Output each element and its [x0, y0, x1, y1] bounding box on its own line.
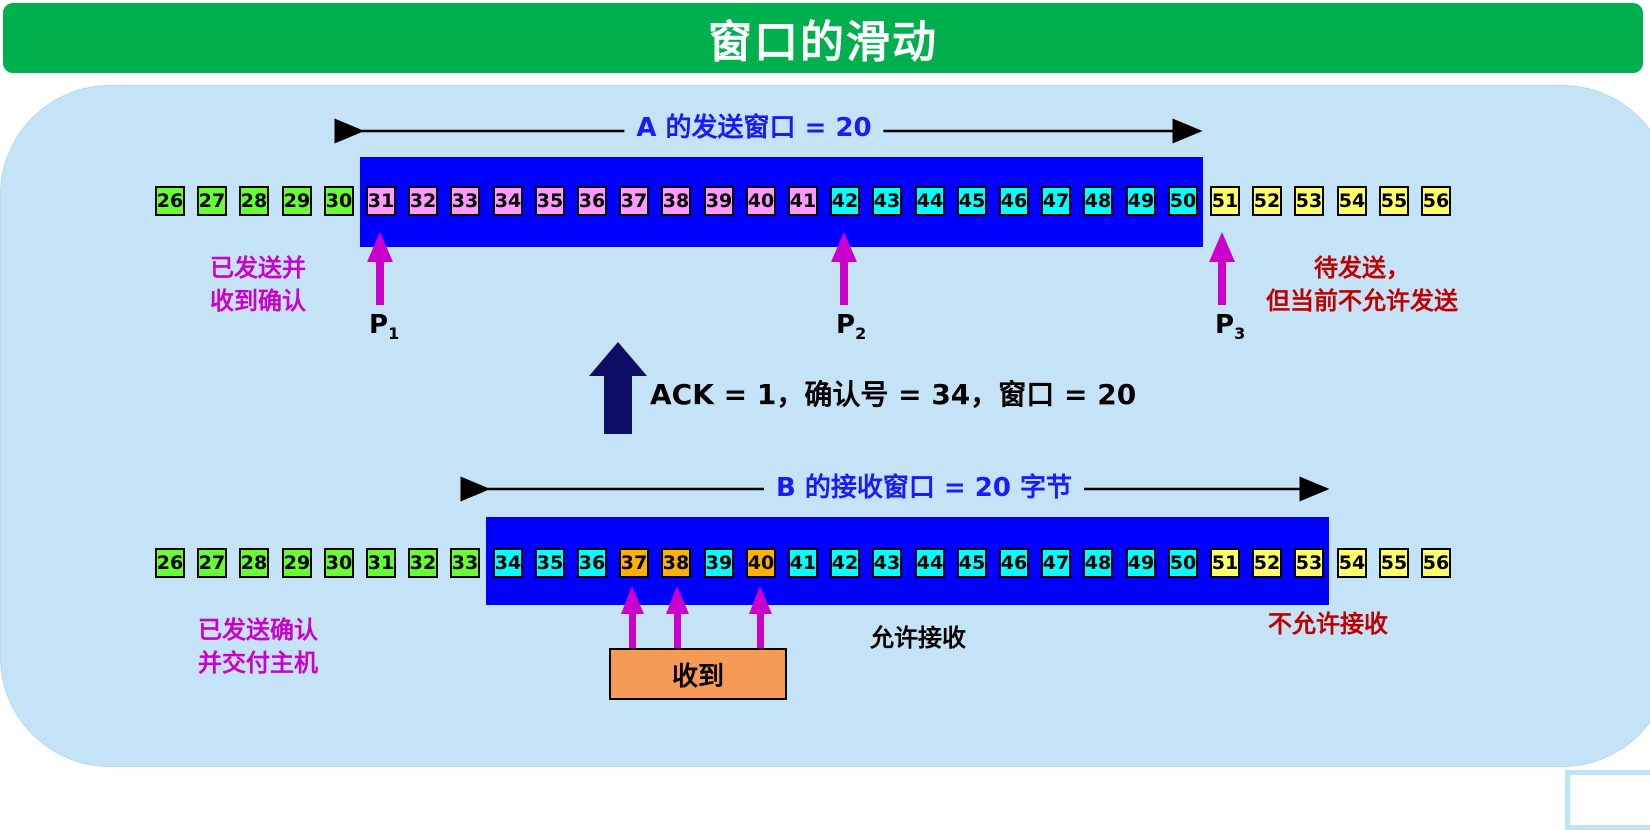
pointer-p1-letter: P [369, 310, 389, 340]
sender-byte-49: 49 [1126, 186, 1156, 216]
pointer-p2-label: P2 [836, 310, 866, 343]
receiver-byte-34: 34 [493, 548, 523, 578]
sender-byte-36: 36 [577, 186, 607, 216]
receiver-byte-38: 38 [661, 548, 691, 578]
receiver-byte-32: 32 [408, 548, 438, 578]
sender-byte-35: 35 [535, 186, 565, 216]
sender-byte-42: 42 [830, 186, 860, 216]
title-bar: 窗口的滑动 [3, 3, 1643, 73]
p2-arrow-icon [831, 232, 857, 305]
received-arrow-40-icon [749, 586, 772, 648]
receiver-accept-label: 允许接收 [870, 624, 966, 652]
sender-byte-51: 51 [1210, 186, 1240, 216]
sender-byte-38: 38 [661, 186, 691, 216]
sender-not-allowed-note: 待发送， 但当前不允许发送 [1232, 252, 1492, 318]
p1-arrow-icon [367, 232, 393, 305]
ack-message: ACK = 1，确认号 = 34，窗口 = 20 [650, 378, 1137, 411]
page-title: 窗口的滑动 [708, 17, 938, 68]
pointer-p2-sub: 2 [855, 324, 867, 344]
sender-window-label: A 的发送窗口 = 20 [624, 112, 884, 144]
receiver-byte-52: 52 [1252, 548, 1282, 578]
sender-not-allowed-note-line1: 待发送， [1314, 254, 1410, 282]
receiver-window-label: B 的接收窗口 = 20 字节 [764, 472, 1084, 504]
receiver-byte-51: 51 [1210, 548, 1240, 578]
receiver-byte-48: 48 [1083, 548, 1113, 578]
receiver-byte-36: 36 [577, 548, 607, 578]
pointer-p1-label: P1 [369, 310, 399, 343]
sender-byte-28: 28 [239, 186, 269, 216]
receiver-byte-33: 33 [450, 548, 480, 578]
sender-byte-27: 27 [197, 186, 227, 216]
receiver-byte-46: 46 [999, 548, 1029, 578]
receiver-byte-30: 30 [324, 548, 354, 578]
received-arrow-38-icon [666, 586, 689, 648]
sender-byte-29: 29 [282, 186, 312, 216]
pointer-p2-letter: P [836, 310, 856, 340]
sender-not-allowed-note-line2: 但当前不允许发送 [1266, 287, 1458, 315]
sender-byte-46: 46 [999, 186, 1029, 216]
sender-byte-40: 40 [746, 186, 776, 216]
sender-byte-45: 45 [957, 186, 987, 216]
sender-acked-note: 已发送并 收到确认 [178, 252, 338, 318]
pointer-p1-sub: 1 [388, 324, 400, 344]
receiver-byte-50: 50 [1168, 548, 1198, 578]
received-arrow-37-icon [621, 586, 644, 648]
receiver-byte-42: 42 [830, 548, 860, 578]
receiver-byte-37: 37 [619, 548, 649, 578]
received-box: 收到 [609, 648, 787, 700]
receiver-byte-31: 31 [366, 548, 396, 578]
sender-byte-34: 34 [493, 186, 523, 216]
pointer-p3-label: P3 [1215, 310, 1245, 343]
sender-acked-note-line2: 收到确认 [210, 287, 306, 315]
sender-byte-44: 44 [915, 186, 945, 216]
receiver-byte-45: 45 [957, 548, 987, 578]
sender-byte-48: 48 [1083, 186, 1113, 216]
sender-byte-47: 47 [1041, 186, 1071, 216]
receiver-byte-43: 43 [872, 548, 902, 578]
ack-up-arrow-icon [589, 342, 647, 434]
receiver-delivered-note-line1: 已发送确认 [198, 616, 318, 644]
sender-byte-43: 43 [872, 186, 902, 216]
p3-arrow-icon [1209, 232, 1235, 305]
receiver-byte-47: 47 [1041, 548, 1071, 578]
sender-byte-54: 54 [1337, 186, 1367, 216]
receiver-byte-26: 26 [155, 548, 185, 578]
pointer-p3-letter: P [1215, 310, 1235, 340]
sender-byte-30: 30 [324, 186, 354, 216]
receiver-byte-44: 44 [915, 548, 945, 578]
receiver-reject-label: 不允许接收 [1268, 610, 1388, 638]
receiver-byte-39: 39 [704, 548, 734, 578]
sender-byte-37: 37 [619, 186, 649, 216]
sender-byte-39: 39 [704, 186, 734, 216]
sender-byte-53: 53 [1294, 186, 1324, 216]
receiver-byte-40: 40 [746, 548, 776, 578]
receiver-byte-41: 41 [788, 548, 818, 578]
receiver-byte-49: 49 [1126, 548, 1156, 578]
sender-byte-32: 32 [408, 186, 438, 216]
sender-byte-31: 31 [366, 186, 396, 216]
receiver-byte-35: 35 [535, 548, 565, 578]
receiver-byte-28: 28 [239, 548, 269, 578]
sender-byte-33: 33 [450, 186, 480, 216]
sender-byte-56: 56 [1421, 186, 1451, 216]
receiver-byte-53: 53 [1294, 548, 1324, 578]
sender-byte-52: 52 [1252, 186, 1282, 216]
receiver-byte-27: 27 [197, 548, 227, 578]
sender-byte-50: 50 [1168, 186, 1198, 216]
sender-byte-55: 55 [1379, 186, 1409, 216]
pointer-p3-sub: 3 [1234, 324, 1246, 344]
sender-byte-26: 26 [155, 186, 185, 216]
sender-byte-41: 41 [788, 186, 818, 216]
receiver-byte-56: 56 [1421, 548, 1451, 578]
receiver-byte-55: 55 [1379, 548, 1409, 578]
receiver-byte-29: 29 [282, 548, 312, 578]
receiver-delivered-note-line2: 并交付主机 [198, 649, 318, 677]
receiver-delivered-note: 已发送确认 并交付主机 [168, 614, 348, 680]
sender-acked-note-line1: 已发送并 [210, 254, 306, 282]
receiver-byte-54: 54 [1337, 548, 1367, 578]
